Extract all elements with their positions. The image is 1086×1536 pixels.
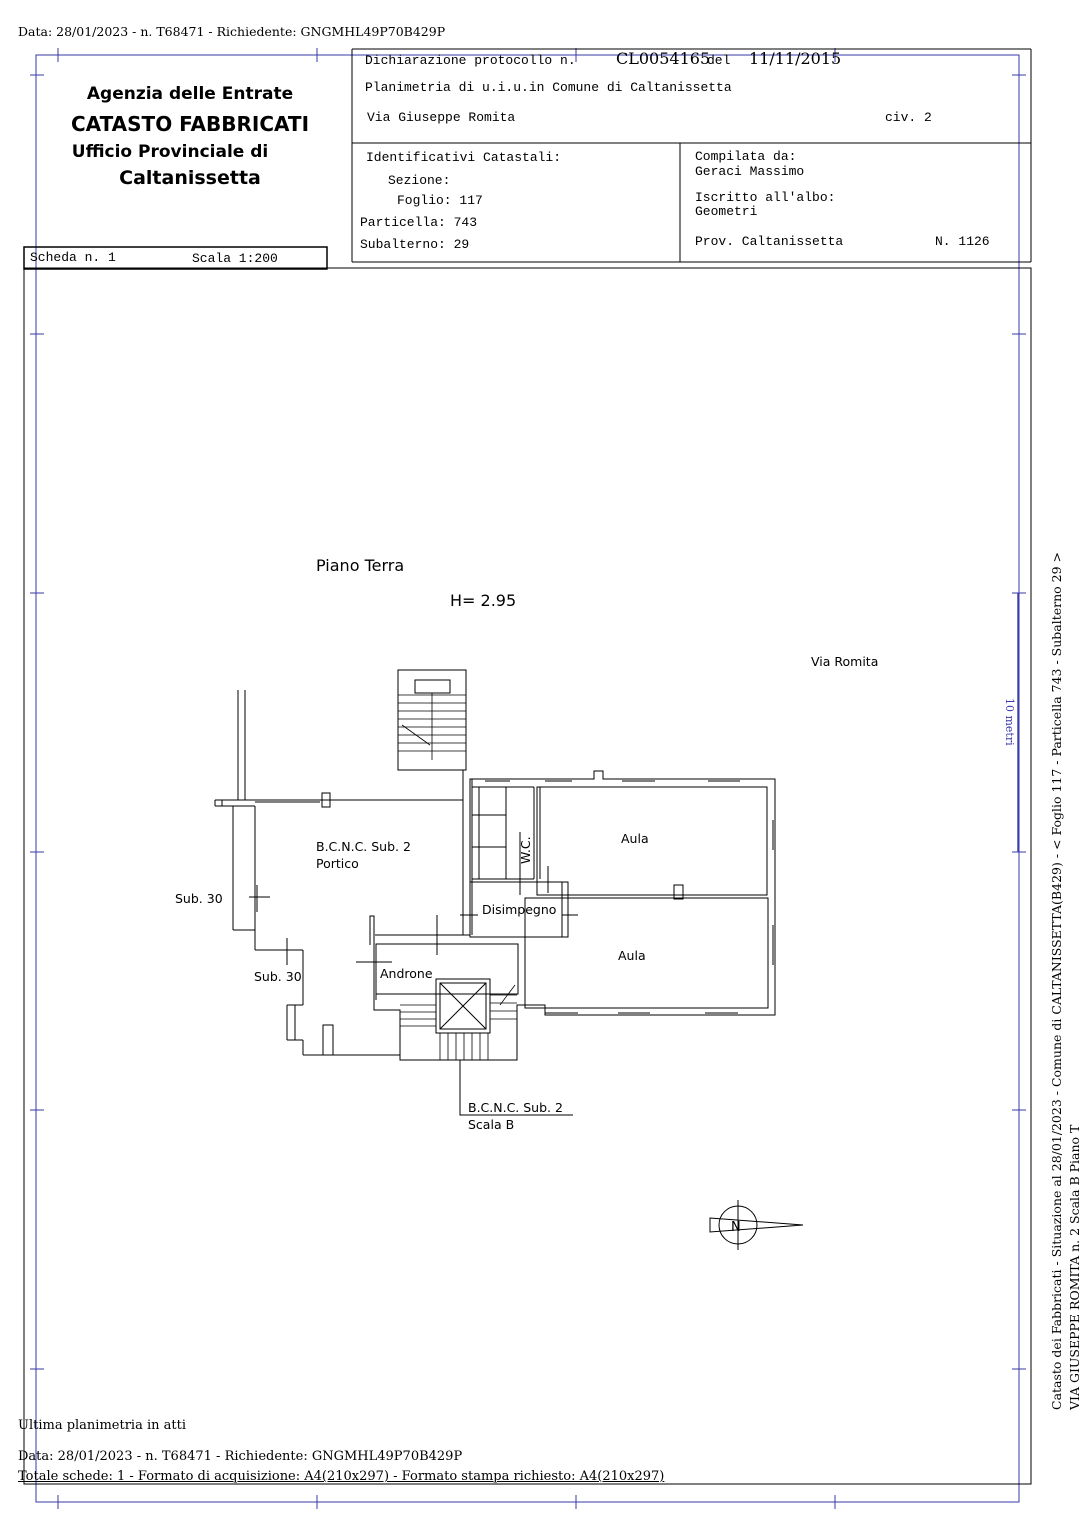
stair-treads-bottom bbox=[400, 984, 517, 1060]
wc-label: W.C. bbox=[518, 836, 533, 864]
compiler-name: Geraci Massimo bbox=[695, 164, 805, 179]
albo: Geometri bbox=[695, 204, 758, 219]
catasto-title: CATASTO FABBRICATI bbox=[70, 112, 310, 136]
footer-totale: Totale schede: 1 - Formato di acquisizio… bbox=[18, 1469, 665, 1484]
black-frames bbox=[23, 48, 1032, 1485]
aula-label-2: Aula bbox=[618, 948, 646, 963]
protocol-date: 11/11/2015 bbox=[749, 49, 842, 68]
province: Prov. Caltanissetta bbox=[695, 234, 844, 249]
scale-label: Scala 1:200 bbox=[192, 251, 278, 266]
last-plan-note: Ultima planimetria in atti bbox=[18, 1418, 186, 1433]
portico-label-2: Portico bbox=[316, 856, 359, 871]
address: Via Giuseppe Romita bbox=[367, 110, 516, 125]
scala-label-2: Scala B bbox=[468, 1117, 515, 1132]
sub30-label-a: Sub. 30 bbox=[175, 891, 223, 906]
protocol-del: del bbox=[707, 53, 731, 68]
civic-number: civ. 2 bbox=[885, 110, 932, 125]
scheda-label: Scheda n. 1 bbox=[30, 250, 116, 265]
stair-treads-top bbox=[398, 693, 466, 760]
sezione: Sezione: bbox=[388, 173, 451, 188]
floor-label: Piano Terra bbox=[316, 556, 405, 575]
scala-label-1: B.C.N.C. Sub. 2 bbox=[468, 1100, 563, 1115]
albo-number: N. 1126 bbox=[935, 234, 990, 249]
androne-label: Androne bbox=[380, 966, 433, 981]
top-header: Data: 28/01/2023 - n. T68471 - Richieden… bbox=[18, 24, 446, 39]
disimpegno-label: Disimpegno bbox=[482, 902, 557, 917]
compilata-label: Compilata da: bbox=[695, 149, 797, 164]
sub30-label-b: Sub. 30 bbox=[254, 969, 302, 984]
ufficio-city: Caltanissetta bbox=[119, 167, 261, 189]
subalterno: Subalterno: 29 bbox=[360, 237, 470, 252]
footer-data: Data: 28/01/2023 - n. T68471 - Richieden… bbox=[18, 1449, 463, 1464]
height-label: H= 2.95 bbox=[450, 591, 517, 610]
iscritto-label: Iscritto all'albo: bbox=[695, 190, 836, 205]
foglio: Foglio: 117 bbox=[397, 193, 483, 208]
windows bbox=[255, 780, 774, 1014]
north-arrow-icon: N bbox=[709, 1200, 804, 1250]
protocol-number: CL0054165 bbox=[616, 49, 711, 68]
side-caption-line1: Catasto dei Fabbricati - Situazione al 2… bbox=[1049, 551, 1064, 1410]
portico-label-1: B.C.N.C. Sub. 2 bbox=[316, 839, 411, 854]
agency-name: Agenzia delle Entrate bbox=[86, 84, 294, 104]
identifiers-title: Identificativi Catastali: bbox=[366, 150, 562, 165]
protocol-label: Dichiarazione protocollo n. bbox=[365, 53, 576, 68]
floor-plan bbox=[214, 669, 776, 1116]
ufficio-label: Ufficio Provinciale di bbox=[71, 142, 269, 162]
aula-label-1: Aula bbox=[621, 831, 649, 846]
side-caption-line2: VIA GIUSEPPE ROMITA n. 2 Scala B Piano T bbox=[1067, 1124, 1082, 1410]
street-label: Via Romita bbox=[811, 654, 879, 669]
svg-text:N: N bbox=[731, 1220, 741, 1235]
blue-frame bbox=[30, 48, 1026, 1509]
scale-bar-label: 10 metri bbox=[1003, 698, 1016, 746]
planimetria-line: Planimetria di u.i.u.in Comune di Caltan… bbox=[365, 80, 732, 95]
particella: Particella: 743 bbox=[360, 215, 478, 230]
